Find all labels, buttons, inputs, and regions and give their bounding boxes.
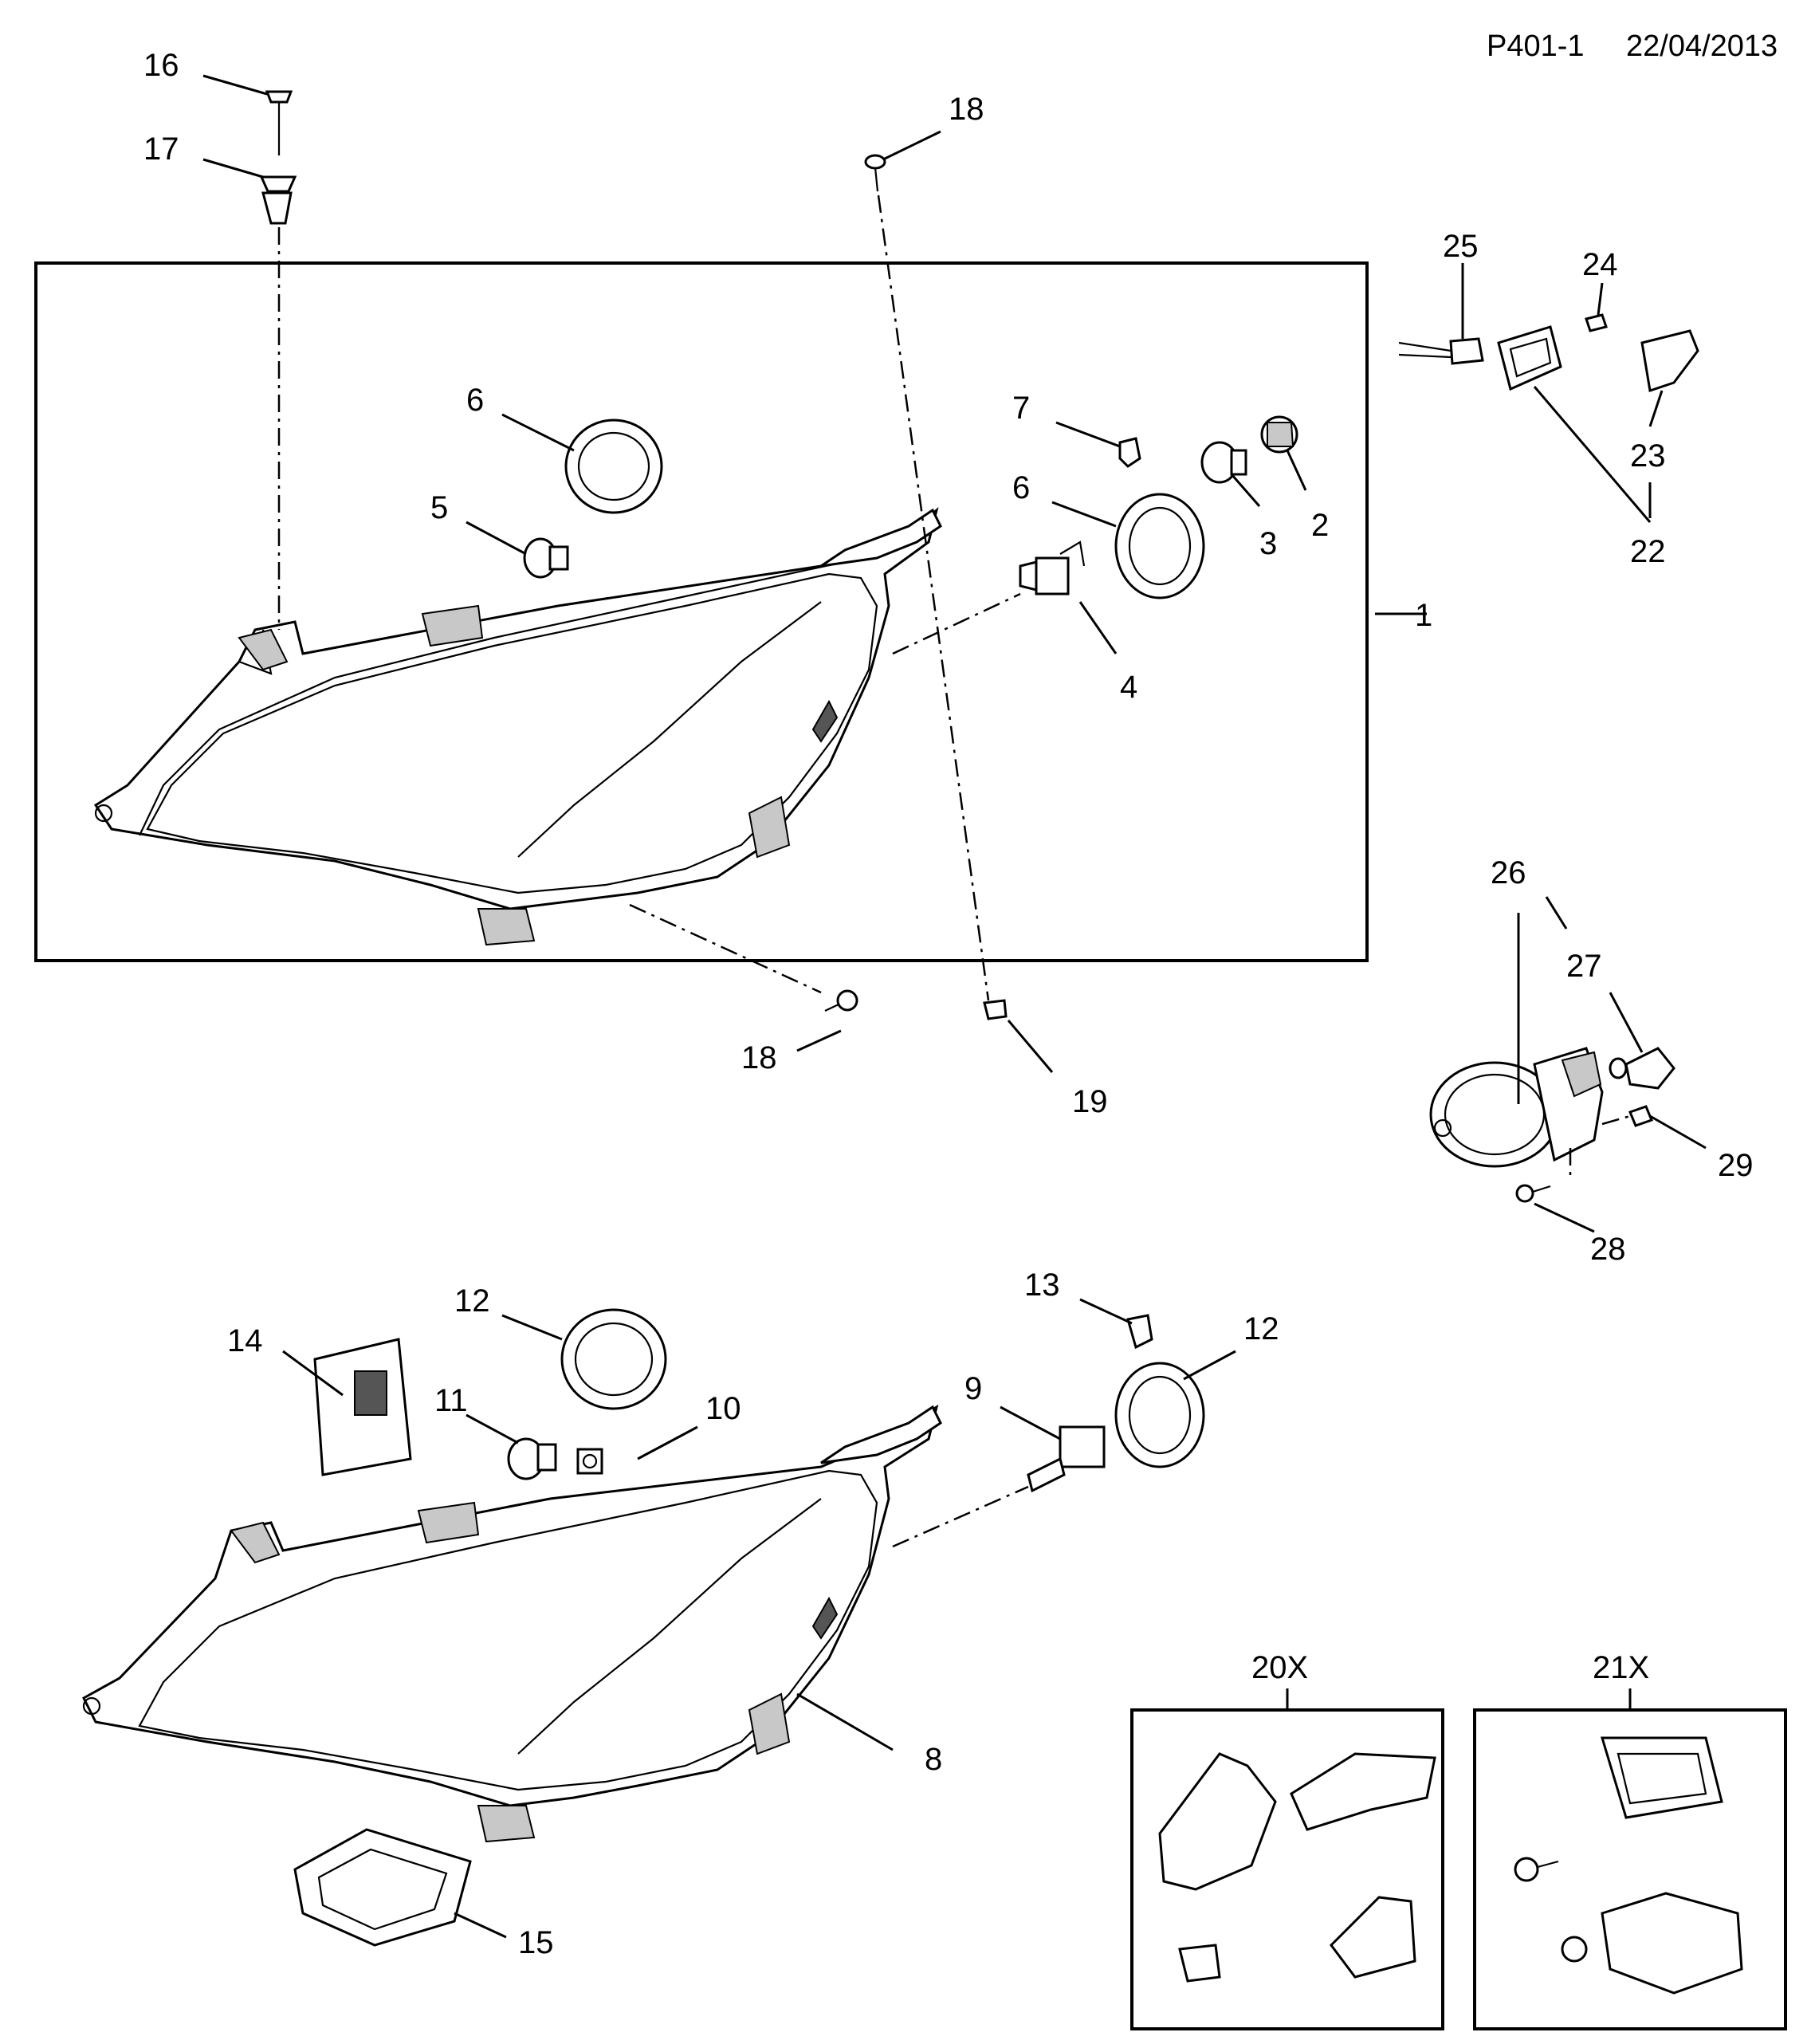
callout-5: 5	[430, 490, 448, 525]
dash-line-4	[892, 592, 1021, 655]
part-ring-6-upper-right	[1114, 493, 1205, 599]
part-bulb-10	[576, 1448, 603, 1475]
callout-6-right: 6	[1012, 470, 1030, 505]
part-bulb-24	[1585, 313, 1608, 332]
diagram-date: 22/04/2013	[1626, 29, 1778, 63]
callout-10: 10	[705, 1391, 741, 1426]
callout-12-right: 12	[1243, 1311, 1279, 1346]
kit-20x-parts	[1158, 1752, 1436, 1983]
callout-25: 25	[1443, 229, 1479, 264]
part-screw-18-top	[864, 154, 886, 192]
part-bulb-27	[1609, 1047, 1675, 1090]
callout-11: 11	[434, 1383, 468, 1418]
callout-9: 9	[964, 1371, 982, 1406]
part-xenon-bulb-9	[1027, 1425, 1106, 1493]
part-ring-12-left	[560, 1308, 667, 1410]
callout-7: 7	[1012, 391, 1030, 426]
dash-line-18-bottom	[629, 903, 822, 994]
callout-23: 23	[1630, 438, 1666, 474]
dash-line-29	[1601, 1114, 1631, 1126]
part-ballast-14	[313, 1338, 412, 1476]
part-clip-7	[1118, 437, 1141, 468]
callout-24: 24	[1582, 247, 1618, 282]
dash-line-18-19	[877, 195, 990, 1001]
part-bulb-4	[1019, 540, 1086, 596]
callout-17: 17	[143, 132, 179, 167]
callout-3: 3	[1259, 526, 1277, 561]
lower-headlamp-housing	[82, 1404, 942, 1843]
callout-8: 8	[925, 1742, 942, 1777]
callout-22: 22	[1630, 534, 1666, 569]
callout-21x: 21X	[1593, 1650, 1649, 1685]
part-nut-17	[259, 175, 297, 225]
part-clip-19	[983, 999, 1008, 1020]
callout-6-left: 6	[466, 383, 484, 418]
upper-headlamp-housing	[93, 507, 942, 946]
callout-13: 13	[1024, 1268, 1060, 1303]
callout-19: 19	[1072, 1084, 1108, 1119]
callout-14: 14	[227, 1323, 263, 1358]
callout-20x: 20X	[1251, 1650, 1308, 1685]
kit-21x-parts	[1514, 1736, 1743, 1995]
part-clip-13	[1126, 1314, 1153, 1350]
part-ballast-15	[293, 1828, 472, 1947]
assembly-1-frame	[34, 261, 1369, 962]
leader-lines	[202, 74, 1707, 1939]
part-bulb-3	[1200, 441, 1247, 484]
callout-2: 2	[1311, 508, 1329, 543]
callout-16: 16	[143, 48, 179, 83]
callout-28: 28	[1590, 1232, 1626, 1267]
part-lens-22	[1497, 325, 1562, 391]
part-clip-29	[1628, 1105, 1653, 1127]
part-bulb-11	[507, 1437, 557, 1480]
part-screw-18-bottom	[824, 989, 858, 1012]
callout-29: 29	[1718, 1148, 1754, 1183]
dash-line-9	[892, 1485, 1029, 1548]
part-socket-2	[1260, 415, 1298, 454]
diagram-code: P401-1	[1487, 29, 1585, 63]
part-ring-6-upper-left	[564, 419, 663, 514]
part-screw-16	[265, 90, 293, 155]
callout-26: 26	[1491, 855, 1526, 890]
part-ring-12-right	[1114, 1362, 1205, 1468]
callout-4: 4	[1120, 670, 1137, 705]
part-screw-28	[1515, 1184, 1551, 1203]
callout-12-left: 12	[454, 1283, 490, 1319]
callout-18-top: 18	[949, 92, 984, 127]
part-fog-lamp-26	[1429, 1047, 1604, 1168]
part-bulb-5	[523, 537, 569, 579]
callout-27: 27	[1566, 949, 1602, 984]
part-wiring-25	[1398, 337, 1484, 365]
part-cover-23	[1640, 329, 1699, 392]
callout-18-bottom: 18	[741, 1040, 777, 1075]
callout-15: 15	[518, 1925, 554, 1960]
callout-1: 1	[1415, 598, 1432, 633]
